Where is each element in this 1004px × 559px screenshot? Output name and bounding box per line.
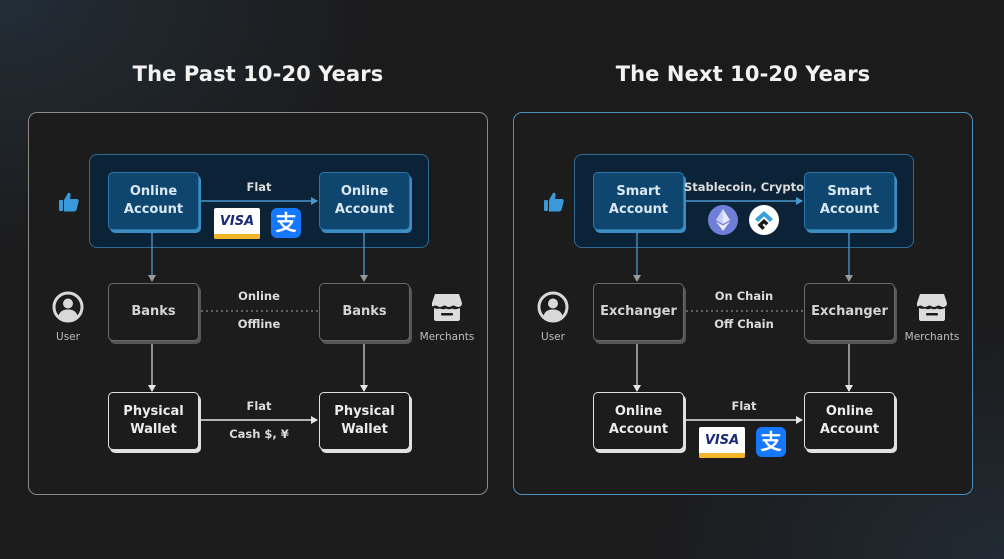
offline-label: Offline: [237, 317, 281, 331]
physical-wallet-node-right: Physical Wallet: [319, 392, 410, 450]
off-chain-label: Off Chain: [714, 317, 774, 331]
exchanger-node-right: Exchanger: [804, 283, 895, 341]
ethereum-logo-icon: [708, 205, 738, 235]
visa-logo-icon: VISA: [699, 427, 745, 458]
online-account-node-right: Online Account: [319, 172, 410, 230]
past-connectors: [148, 197, 368, 424]
next-section-title: The Next 10-20 Years: [615, 62, 871, 86]
merchant-store-icon: [917, 294, 947, 321]
user-icon: [537, 291, 569, 323]
smart-account-node-right: Smart Account: [804, 172, 895, 230]
alipay-logo-icon: 支: [756, 427, 786, 457]
alipay-logo-icon: 支: [271, 208, 301, 238]
on-chain-label: On Chain: [714, 289, 774, 303]
banks-node-left: Banks: [108, 283, 199, 341]
next-panel: Smart Account Smart Account Stablecoin, …: [513, 112, 973, 495]
smart-account-node-left: Smart Account: [593, 172, 684, 230]
bottom-flow-label: Flat: [246, 399, 272, 413]
merchant-store-icon: [432, 294, 462, 321]
online-account-node-left: Online Account: [108, 172, 199, 230]
visa-logo-icon: VISA: [214, 208, 260, 239]
past-panel: Online Account Online Account Flat VISA …: [28, 112, 488, 495]
thumbs-up-icon: [59, 192, 79, 212]
conflux-logo-icon: [749, 205, 779, 235]
online-label: Online: [238, 289, 280, 303]
bottom-flow-label: Flat: [731, 399, 757, 413]
cash-label: Cash $, ¥: [229, 427, 289, 441]
past-section-title: The Past 10-20 Years: [132, 62, 384, 86]
user-label: User: [541, 331, 565, 343]
merchants-label: Merchants: [419, 331, 475, 343]
online-account-node-left: Online Account: [593, 392, 684, 450]
exchanger-node-left: Exchanger: [593, 283, 684, 341]
user-label: User: [56, 331, 80, 343]
online-account-node-right: Online Account: [804, 392, 895, 450]
banks-node-right: Banks: [319, 283, 410, 341]
physical-wallet-node-left: Physical Wallet: [108, 392, 199, 450]
next-connectors: [633, 197, 853, 424]
top-flow-label: Flat: [246, 180, 272, 194]
merchants-label: Merchants: [904, 331, 960, 343]
user-icon: [52, 291, 84, 323]
thumbs-up-icon: [544, 192, 564, 212]
top-flow-label: Stablecoin, Crypto: [684, 180, 804, 194]
